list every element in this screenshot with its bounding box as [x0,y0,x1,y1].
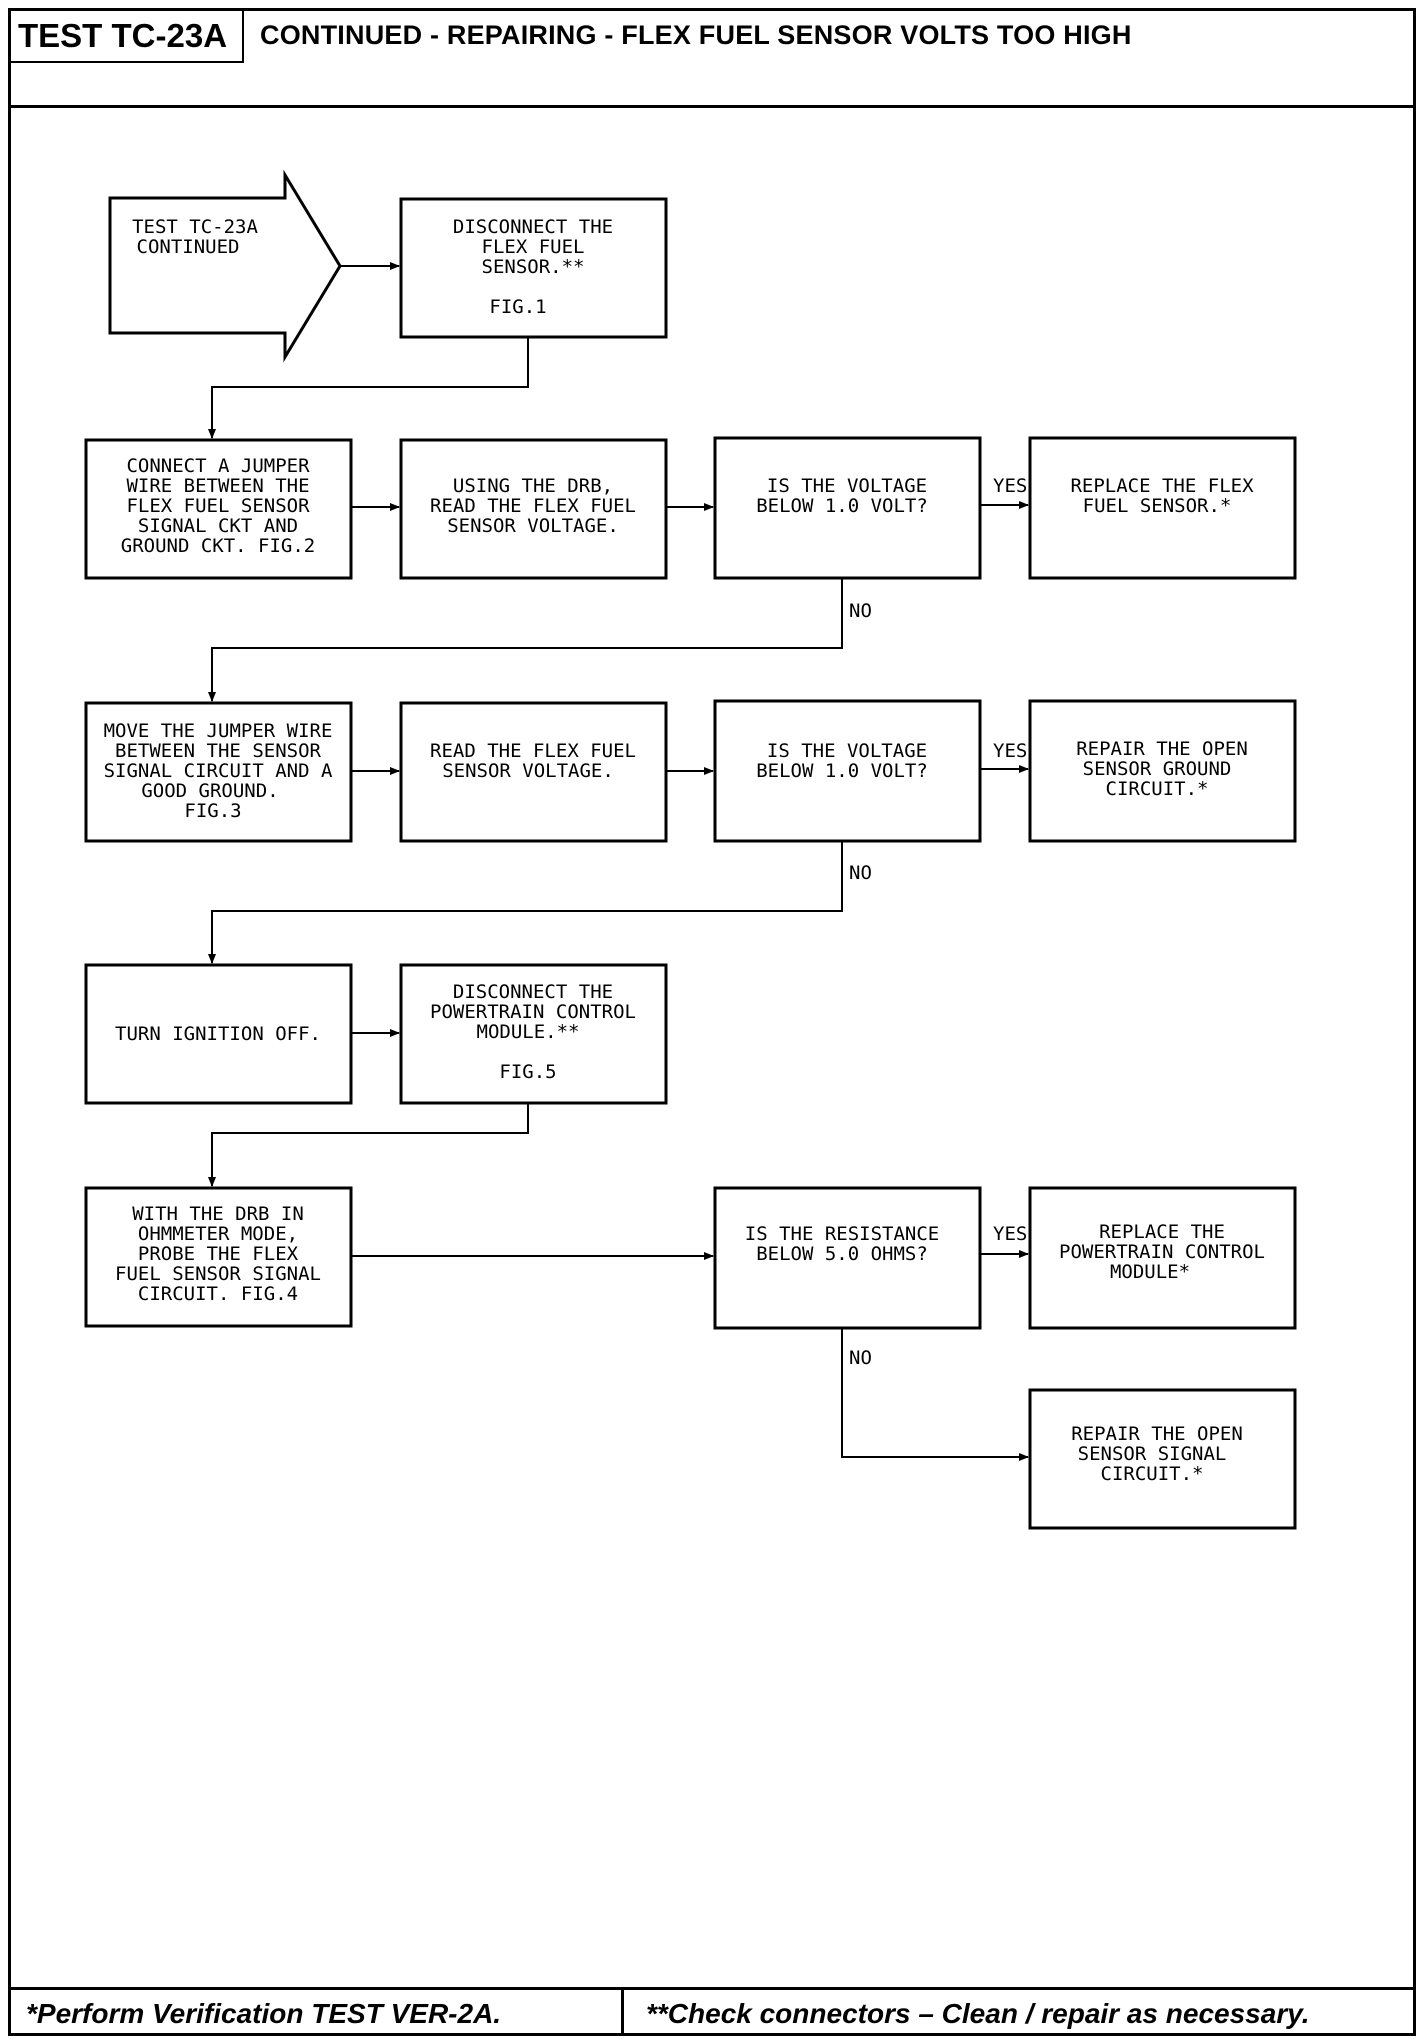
page-frame [8,8,1416,2036]
step-disconnect-sensor: DISCONNECT THE FLEX FUEL SENSOR.** FIG.1 [399,197,668,339]
connector-arrow [841,1328,1029,1461]
step-ignition-off: TURN IGNITION OFF. [84,963,353,1105]
box-line: DISCONNECT THE [453,216,613,238]
box-line: SENSOR SIGNAL [1078,1443,1227,1465]
no-label: NO [849,1347,872,1369]
yes-label: YES [993,1223,1027,1245]
box-line: GOOD GROUND. [141,780,278,802]
yes-label: YES [993,740,1027,762]
box-line: REPAIR THE OPEN [1076,738,1248,760]
box-line: REPAIR THE OPEN [1071,1423,1243,1445]
box-line: CIRCUIT. FIG.4 [138,1283,298,1305]
box-line: FLEX FUEL [482,236,585,258]
box-line: CIRCUIT.* [1106,778,1209,800]
box-line: READ THE FLEX FUEL [430,495,636,517]
decision-resistance: IS THE RESISTANCE BELOW 5.0 OHMS? [713,1186,982,1330]
box-line: MOVE THE JUMPER WIRE [104,720,333,742]
footnote-verification: *Perform Verification TEST VER-2A. [26,1998,502,2029]
start-label-line: CONTINUED [137,236,240,258]
box-line: CONNECT A JUMPER [126,455,310,477]
footer: *Perform Verification TEST VER-2A. **Che… [8,1987,1416,2036]
footnote-connectors: **Check connectors – Clean / repair as n… [646,1998,1310,2029]
step-probe-circuit: WITH THE DRB IN OHMMETER MODE, PROBE THE… [84,1186,353,1328]
box-line: SENSOR VOLTAGE. [442,760,614,782]
box-line: TURN IGNITION OFF. [115,1023,321,1045]
box-line: FIG.3 [184,800,241,822]
step-repair-signal: REPAIR THE OPEN SENSOR SIGNAL CIRCUIT.* [1028,1388,1297,1530]
header: TEST TC-23A CONTINUED - REPAIRING - FLEX… [8,8,1416,108]
box-line: DISCONNECT THE [453,981,613,1003]
box-line: FUEL SENSOR SIGNAL [115,1263,321,1285]
connector-arrow [208,1103,529,1187]
box-line: WIRE BETWEEN THE [126,475,309,497]
box-line: IS THE VOLTAGE [767,740,927,762]
no-label: NO [849,600,872,622]
step-disconnect-pcm: DISCONNECT THE POWERTRAIN CONTROL MODULE… [399,963,668,1105]
box-line: BETWEEN THE SENSOR [115,740,321,762]
box-line: MODULE.** [477,1021,580,1043]
no-label: NO [849,862,872,884]
step-repair-ground: REPAIR THE OPEN SENSOR GROUND CIRCUIT.* [1028,699,1297,843]
box-line: FIG.5 [499,1061,556,1083]
decision-voltage-2: IS THE VOLTAGE BELOW 1.0 VOLT? [713,699,982,843]
yes-label: YES [993,475,1027,497]
start-label-line: TEST TC-23A [132,216,258,238]
box-line: SIGNAL CIRCUIT AND A [104,760,333,782]
box-line: BELOW 1.0 VOLT? [756,760,928,782]
box-line: WITH THE DRB IN [132,1203,304,1225]
step-connect-jumper: CONNECT A JUMPER WIRE BETWEEN THE FLEX F… [84,438,353,580]
box-line: GROUND CKT. FIG.2 [121,535,315,557]
box-line: FLEX FUEL SENSOR [126,495,310,517]
box-line: SENSOR.** [482,256,585,278]
test-id: TEST TC-23A [8,8,244,63]
connector-arrow [208,841,843,964]
box-line: OHMMETER MODE, [138,1223,298,1245]
connector-arrow [208,578,843,702]
start-arrow [108,169,342,363]
footer-divider [621,1990,624,2036]
box-line: PROBE THE FLEX [138,1243,299,1265]
box-line: IS THE VOLTAGE [767,475,927,497]
step-replace-sensor: REPLACE THE FLEX FUEL SENSOR.* [1028,436,1297,580]
connectors [208,262,1029,1461]
box-line: USING THE DRB, [453,475,613,497]
step-replace-pcm: REPLACE THE POWERTRAIN CONTROL MODULE* [1028,1186,1297,1330]
step-move-jumper: MOVE THE JUMPER WIRE BETWEEN THE SENSOR … [84,701,353,843]
box-line: BELOW 5.0 OHMS? [756,1243,928,1265]
box-line: IS THE RESISTANCE [745,1223,939,1245]
box-line: FUEL SENSOR.* [1083,495,1232,517]
box-line: FIG.1 [489,296,546,318]
box-line: CIRCUIT.* [1101,1463,1204,1485]
step-read-voltage-2: READ THE FLEX FUEL SENSOR VOLTAGE. [399,701,668,843]
box-line: SIGNAL CKT AND [138,515,298,537]
page-title: CONTINUED - REPAIRING - FLEX FUEL SENSOR… [260,20,1132,50]
box-line: SENSOR GROUND [1083,758,1232,780]
start-label: TEST TC-23A CONTINUED [132,216,258,258]
box-line: BELOW 1.0 VOLT? [756,495,928,517]
decision-voltage-1: IS THE VOLTAGE BELOW 1.0 VOLT? [713,436,982,580]
box-line: REPLACE THE FLEX [1070,475,1254,497]
box-line: READ THE FLEX FUEL [430,740,636,762]
box-line: POWERTRAIN CONTROL [1059,1241,1265,1263]
box-line: MODULE* [1110,1261,1190,1283]
connector-arrow [208,337,529,439]
box-line: REPLACE THE [1099,1221,1225,1243]
step-read-voltage-1: USING THE DRB, READ THE FLEX FUEL SENSOR… [399,438,668,580]
box-line: POWERTRAIN CONTROL [430,1001,636,1023]
box-line: SENSOR VOLTAGE. [447,515,619,537]
